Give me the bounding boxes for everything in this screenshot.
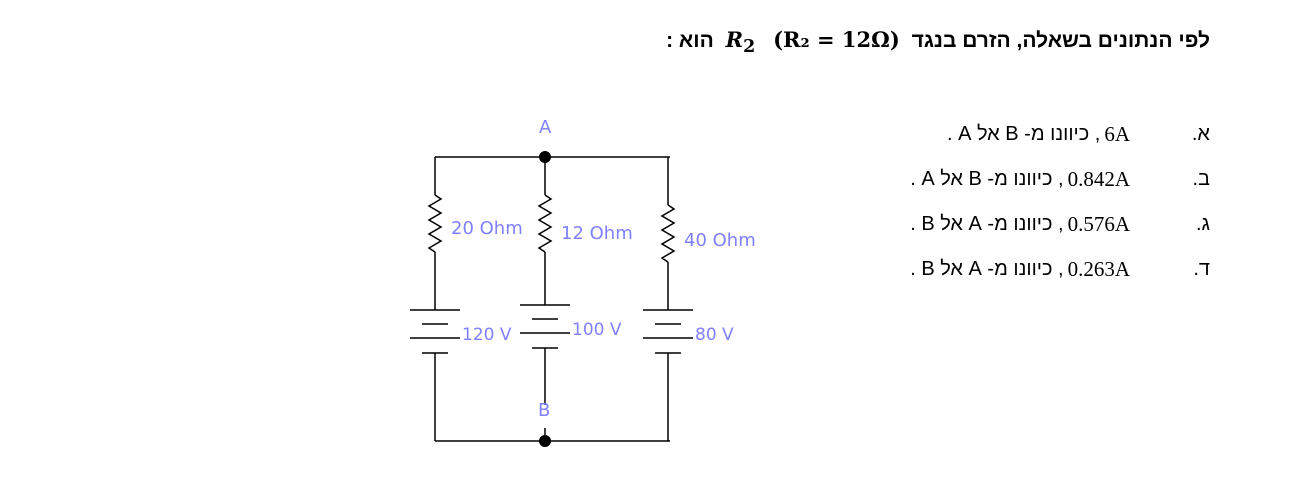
option-value: 6A [1104, 122, 1130, 146]
option-letter: ב. [1192, 168, 1210, 190]
battery-right-symbol [643, 309, 693, 354]
option-direction: , כיוונו מ- B אל A . [910, 168, 1064, 190]
option-value: 0.842A [1067, 167, 1130, 191]
option-direction: , כיוונו מ- A אל B . [910, 258, 1064, 280]
battery-left-symbol [410, 309, 460, 354]
resistor-left-label: 20 Ohm [451, 218, 523, 239]
resistor-symbol: R2 [725, 27, 756, 58]
battery-middle-label: 100 V [572, 320, 622, 340]
option-letter: ד. [1193, 258, 1210, 280]
option-letter: ג. [1195, 213, 1210, 235]
question-prefix: לפי הנתונים בשאלה, הזרם בנגד [911, 29, 1210, 52]
resistor-middle-symbol [537, 194, 553, 253]
node-a-dot [539, 151, 551, 163]
option-b[interactable]: ב. 0.842A , כיוונו מ- B אל A . [910, 157, 1210, 202]
circuit-diagram: A B 20 Ohm 12 Ohm 40 Ohm 120 V 100 V 80 … [410, 117, 756, 447]
resistor-middle-label: 12 Ohm [561, 223, 633, 244]
question-suffix: הוא : [666, 29, 714, 52]
node-b-label: B [538, 400, 550, 421]
option-value: 0.576A [1067, 212, 1130, 236]
option-d[interactable]: ד. 0.263A , כיוונו מ- A אל B . [910, 247, 1210, 292]
battery-right-label: 80 V [695, 325, 734, 345]
node-a-label: A [539, 117, 552, 138]
option-value: 0.263A [1067, 257, 1130, 281]
option-c[interactable]: ג. 0.576A , כיוונו מ- A אל B . [910, 202, 1210, 247]
resistor-condition: (R₂ = 12Ω) [773, 27, 900, 52]
option-direction: , כיוונו מ- A אל B . [910, 213, 1064, 235]
node-b-dot [539, 435, 551, 447]
question-text: לפי הנתונים בשאלה, הזרם בנגד R2 (R₂ = 12… [666, 27, 1210, 57]
resistor-right-label: 40 Ohm [684, 230, 756, 251]
option-letter: א. [1191, 123, 1210, 145]
option-direction: , כיוונו מ- B אל A . [946, 123, 1101, 145]
circuit-wires [427, 156, 676, 442]
answer-options: א. 6A , כיוונו מ- B אל A . ב. 0.842A , כ… [910, 112, 1210, 292]
resistor-left-symbol [427, 194, 443, 253]
battery-left-label: 120 V [462, 325, 512, 345]
resistor-right-symbol [660, 204, 676, 263]
option-a[interactable]: א. 6A , כיוונו מ- B אל A . [910, 112, 1210, 157]
battery-middle-symbol [520, 304, 570, 349]
